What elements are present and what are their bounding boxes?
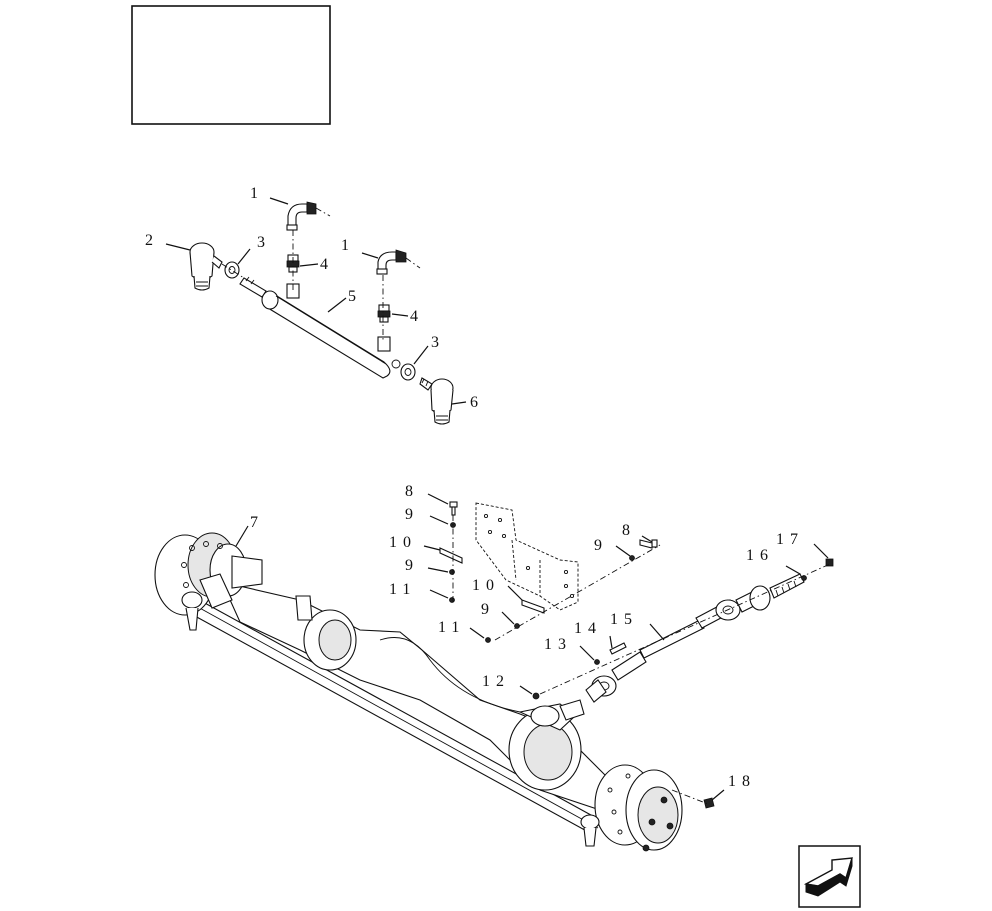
callout-10-right: 10: [472, 577, 500, 594]
tie-rod-end-left: [189, 242, 223, 291]
callout-17: 17: [776, 531, 804, 548]
callout-14: 14: [574, 620, 602, 637]
washer-right: [400, 363, 416, 381]
mounting-bracket: [475, 502, 579, 611]
callout-4-upper: 4: [320, 256, 334, 273]
steering-cylinder-group: [189, 201, 454, 425]
callout-1-lower: 1: [341, 237, 355, 254]
callout-15: 15: [610, 611, 638, 628]
callout-16: 16: [746, 547, 774, 564]
callout-1-upper: 1: [250, 185, 264, 202]
fitting-lower: [377, 304, 391, 323]
callout-9-b: 9: [405, 557, 419, 574]
elbow-upper: [286, 201, 317, 231]
callout-4-lower: 4: [410, 308, 424, 325]
callout-18: 18: [728, 773, 756, 790]
callout-labels: 1 1 2 3 4 5 4 3 6 7 8 9 10 9 11 8 9 10 9…: [145, 185, 804, 790]
callout-8-right: 8: [622, 522, 636, 539]
callout-9-a: 9: [405, 506, 419, 523]
callout-9-c: 9: [594, 537, 608, 554]
callout-2: 2: [145, 232, 159, 249]
callout-11-left: 11: [389, 581, 416, 598]
steering-cylinder: [239, 276, 401, 379]
callout-5: 5: [348, 288, 362, 305]
right-hub-bolts: [607, 773, 674, 852]
callout-8-left: 8: [405, 483, 419, 500]
leader-lines: [165, 197, 829, 801]
callout-9-d: 9: [481, 601, 495, 618]
hardware-stack-left: [439, 501, 463, 603]
elbow-lower: [376, 249, 407, 275]
drive-shaft: [532, 558, 834, 703]
front-axle: [154, 532, 715, 852]
callout-13: 13: [544, 636, 572, 653]
washer-left: [224, 261, 240, 279]
callout-12: 12: [482, 673, 510, 690]
callout-3-left: 3: [257, 234, 271, 251]
title-frame: [131, 5, 331, 125]
callout-10-left: 10: [389, 534, 417, 551]
callout-7: 7: [250, 514, 264, 531]
hardware-stack-right: [485, 539, 661, 643]
next-page-arrow-icon[interactable]: [798, 845, 861, 908]
tie-rod-end-right: [419, 377, 454, 425]
callout-6: 6: [470, 394, 484, 411]
callout-3-right: 3: [431, 334, 445, 351]
callout-11-right: 11: [438, 619, 465, 636]
